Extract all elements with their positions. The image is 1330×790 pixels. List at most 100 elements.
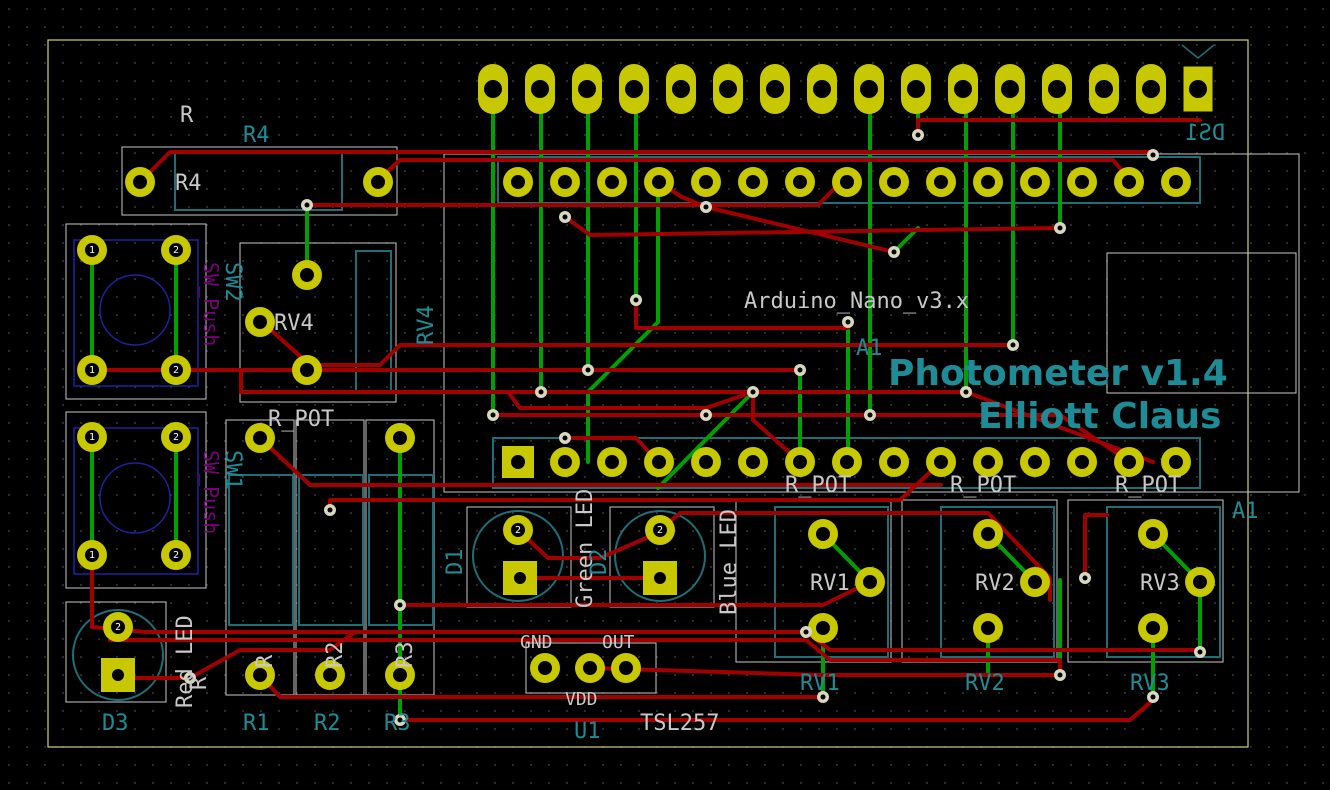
header-pin[interactable]: D12 — [525, 64, 555, 114]
courtyard-outlines — [65, 146, 1300, 703]
pad-number: 1 — [89, 550, 95, 561]
drill-hole — [653, 523, 667, 537]
header-pin[interactable]: D13 — [478, 64, 508, 114]
drill-hole — [1169, 175, 1183, 189]
drill-hole — [1028, 575, 1042, 589]
r3-side-label: R3 — [393, 642, 418, 669]
header-pin[interactable]: TX1 — [1182, 65, 1214, 113]
via-drill — [538, 389, 544, 395]
drill-hole — [619, 661, 633, 675]
via-drill — [633, 297, 639, 303]
header-pin[interactable]: D2 — [995, 64, 1025, 114]
r4-ref-label: R4 — [175, 171, 202, 196]
drill-hole — [816, 527, 830, 541]
drill-hole — [538, 661, 552, 675]
d2-ref: D2 — [587, 549, 612, 576]
arduino-nano-pads — [502, 167, 1191, 478]
drill-hole — [887, 175, 901, 189]
via-drill — [397, 717, 403, 723]
d3-value-label: Red LED — [173, 615, 198, 708]
drill-hole — [699, 455, 713, 469]
header-pin-label: GND — [1054, 81, 1064, 97]
via-drill — [562, 214, 568, 220]
via-drill — [845, 319, 851, 325]
header-pin[interactable]: D7 — [760, 64, 790, 114]
header-pin-label: D4 — [913, 84, 923, 95]
rpot3-label: R_POT — [1115, 473, 1181, 498]
rv1-ref: RV1 — [800, 671, 840, 696]
via-drill — [891, 249, 897, 255]
r1-ref: R1 — [243, 711, 270, 736]
drill-hole — [300, 363, 314, 377]
via-drill — [1057, 672, 1063, 678]
header-pin[interactable]: D10 — [619, 64, 649, 114]
via-drill — [1082, 575, 1088, 581]
drill-hole — [1169, 455, 1183, 469]
pad-number: 1 — [89, 432, 95, 443]
sw1-value: SW_Push — [199, 450, 223, 534]
header-pin[interactable]: D11 — [572, 64, 602, 114]
header-pin-label: D5 — [866, 84, 876, 95]
drill-hole — [558, 175, 572, 189]
d2-value-label: Blue LED — [717, 509, 742, 615]
header-pin[interactable]: GND — [1042, 64, 1072, 114]
u1-value-label: TSL257 — [640, 711, 719, 736]
drill-hole — [652, 455, 666, 469]
d3-r-label: R — [187, 676, 212, 690]
header-pin-label: RST — [1101, 80, 1111, 97]
header-pin[interactable]: D6 — [807, 64, 837, 114]
header-pin[interactable]: RST — [1089, 64, 1119, 114]
drill-hole — [85, 243, 99, 257]
drill-hole — [111, 620, 125, 634]
via-drill — [867, 412, 873, 418]
module-value-label: Arduino_Nano_v3.x — [744, 289, 969, 314]
header-pin[interactable]: D9 — [666, 64, 696, 114]
drill-hole — [1193, 575, 1207, 589]
drill-hole — [112, 669, 124, 681]
drill-hole — [514, 572, 526, 584]
header-pin[interactable]: D3 — [948, 64, 978, 114]
drill-hole — [1122, 175, 1136, 189]
header-pin[interactable]: D8 — [713, 64, 743, 114]
via-drill — [1150, 694, 1156, 700]
header-pin-label: TX1 — [1195, 81, 1205, 97]
drill-hole — [1075, 175, 1089, 189]
pad-number: 2 — [173, 245, 179, 256]
drill-hole — [793, 175, 807, 189]
d1-ref: D1 — [443, 549, 468, 576]
rv3-inner-label: RV3 — [1140, 571, 1180, 596]
drill-hole — [169, 548, 183, 562]
drill-hole — [1146, 527, 1160, 541]
drill-hole — [934, 455, 948, 469]
pad-number: 2 — [173, 365, 179, 376]
drill-hole — [85, 363, 99, 377]
header-pin[interactable]: RX0 — [1136, 64, 1166, 114]
drill-hole — [981, 175, 995, 189]
header-pin-label: D11 — [584, 81, 594, 97]
r1-side-label: R — [253, 654, 278, 668]
rpot1-label: R_POT — [785, 473, 851, 498]
header-pin-label: RX0 — [1148, 81, 1158, 97]
drill-hole — [511, 455, 525, 469]
drill-hole — [583, 661, 597, 675]
header-pin-label: D12 — [537, 81, 547, 97]
drill-hole — [981, 621, 995, 635]
silkscreen-front-labels: R R4 RV4 Arduino_Nano_v3.x R_POT RV1 RV2… — [173, 103, 1181, 736]
drill-hole — [605, 175, 619, 189]
header-pin-label: D6 — [819, 84, 829, 95]
drill-hole — [981, 455, 995, 469]
header-pin[interactable]: D4 — [901, 64, 931, 114]
via-drill — [397, 602, 403, 608]
drill-hole — [652, 175, 666, 189]
header-pin[interactable]: D5 — [854, 64, 884, 114]
drill-hole — [699, 175, 713, 189]
header-pin-label: D2 — [1007, 84, 1017, 95]
r2-side-label: R2 — [323, 642, 348, 669]
r2-ref: R2 — [314, 711, 341, 736]
board-author: Elliott Claus — [978, 396, 1221, 437]
via-drill — [703, 412, 709, 418]
drill-hole — [816, 621, 830, 635]
pad-number: 2 — [657, 525, 663, 536]
